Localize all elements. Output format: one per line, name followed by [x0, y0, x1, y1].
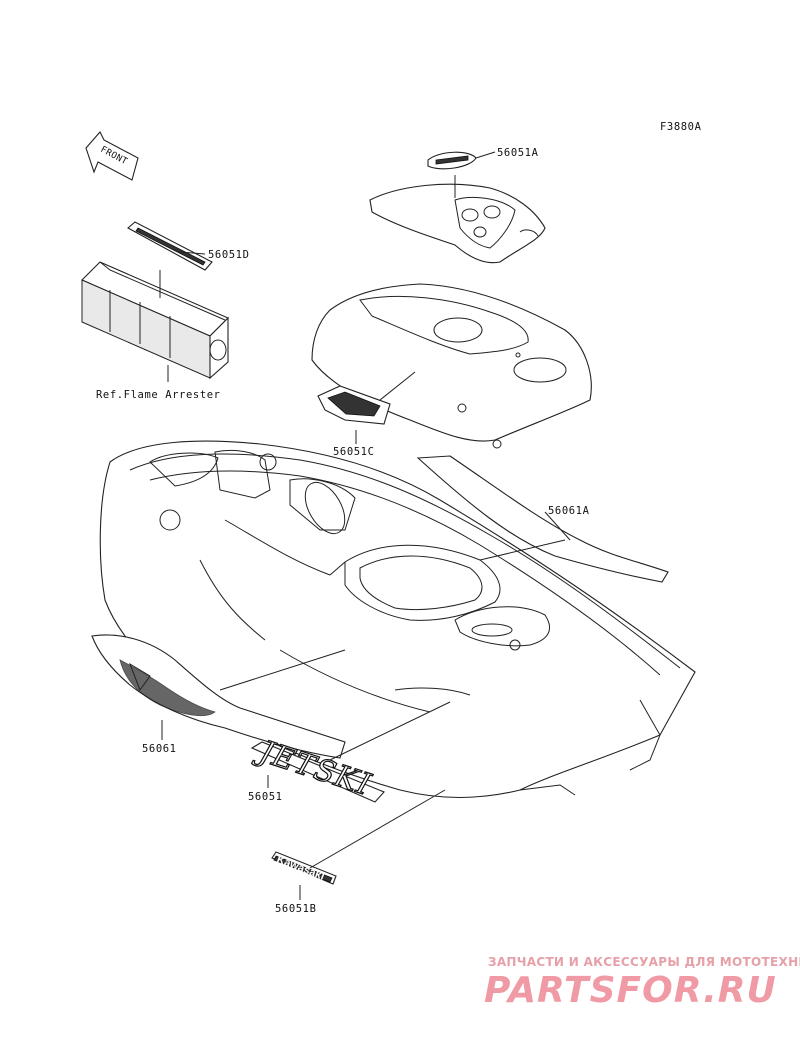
watermark-subtitle: ЗАПЧАСТИ И АКСЕССУАРЫ ДЛЯ МОТОТЕХНИКИ — [488, 955, 800, 969]
watermark-brand: PARTSFOR.RU — [484, 970, 777, 1011]
label-56051A: 56051A — [497, 147, 539, 159]
flame-arrester-part — [81, 261, 229, 380]
leader-56061A — [544, 511, 571, 541]
label-56051: 56051 — [248, 791, 283, 803]
leader-56051C-hood — [379, 371, 416, 401]
hood-cover-part — [311, 283, 592, 449]
decal-56051A — [427, 151, 477, 170]
diagram-code: F3880A — [660, 121, 702, 133]
label-56061A: 56061A — [548, 505, 590, 517]
decal-56061A — [416, 455, 669, 583]
decal-56051C — [317, 385, 391, 425]
label-56051C: 56051C — [333, 446, 375, 458]
front-arrow-icon: FRONT — [85, 131, 139, 181]
leader-56051B-hull — [309, 789, 446, 869]
decal-56061 — [91, 634, 346, 759]
decal-56051B-kawasaki: Kawasaki — [271, 851, 337, 885]
decal-56051D — [127, 221, 213, 271]
leader-56061A-hull — [479, 539, 566, 561]
label-56051B: 56051B — [275, 903, 317, 915]
leader-56051A — [475, 151, 496, 159]
label-56051D: 56051D — [208, 249, 250, 261]
label-56061: 56061 — [142, 743, 177, 755]
leader-56051D — [179, 251, 206, 255]
leader-56061-hull — [219, 649, 346, 691]
deck-hull-part — [99, 440, 696, 799]
top-cover-part — [369, 183, 546, 264]
leader-56051-hull — [329, 701, 451, 761]
kawasaki-decal-text: Kawasaki — [275, 854, 326, 883]
label-ref-flame-arrester: Ref.Flame Arrester — [96, 389, 221, 401]
